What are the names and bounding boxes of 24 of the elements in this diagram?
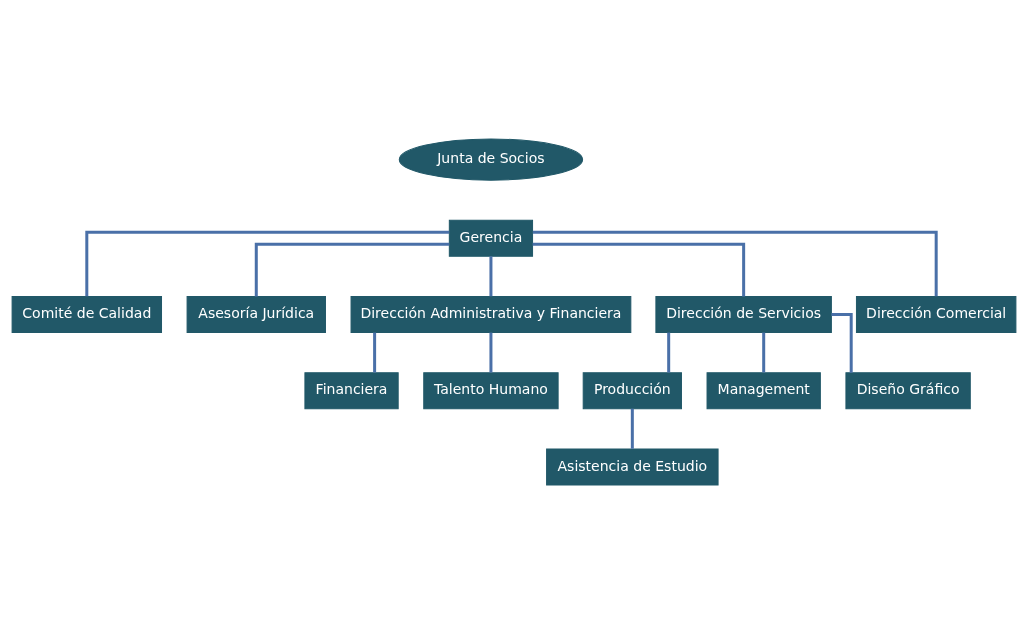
node-box: Diseño Gráfico [845, 372, 971, 410]
node-box: Talento Humano [423, 372, 559, 410]
connector [489, 332, 493, 373]
node-box: Dirección Comercial [855, 295, 1017, 334]
node-box: Gerencia [448, 219, 534, 257]
node-box: Asesoría Jurídica [186, 295, 326, 334]
node-ellipse: Junta de Socios [398, 138, 584, 181]
node-box: Dirección Administrativa y Financiera [350, 295, 632, 334]
connector [831, 313, 853, 373]
connector [254, 242, 450, 297]
connector [373, 332, 377, 373]
node-box: Producción [582, 372, 682, 410]
node-box: Dirección de Servicios [655, 295, 832, 334]
node-box: Comité de Calidad [11, 295, 162, 334]
connector [532, 242, 746, 297]
connector [630, 408, 634, 449]
connector [85, 230, 450, 297]
node-box: Asistencia de Estudio [546, 448, 719, 486]
connector [762, 332, 766, 373]
connector [489, 256, 493, 297]
connector [532, 230, 938, 297]
node-box: Management [706, 372, 821, 410]
node-box: Financiera [304, 372, 399, 410]
connector [667, 332, 671, 373]
